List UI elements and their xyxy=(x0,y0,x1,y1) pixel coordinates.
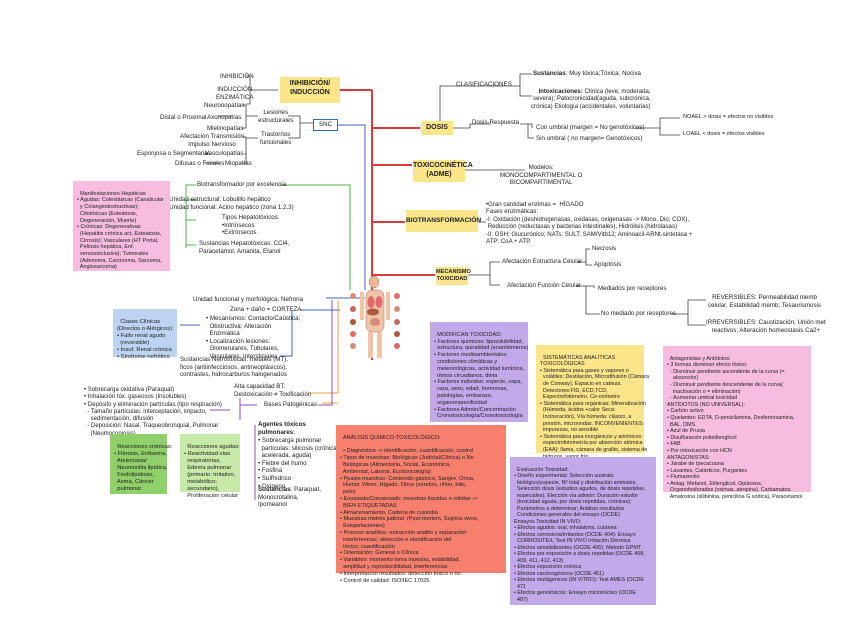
evaluacion-toxicidad-box: Evaluación Toxicidad: • Diseño experimen… xyxy=(510,457,656,605)
no-mediado-receptores-label: No mediado por receptores xyxy=(601,310,676,317)
afectacion-funcion-label: Afectación Función Celular xyxy=(507,282,581,289)
reacciones-agudas-box: Reacciones agudas: • Reactividad vías re… xyxy=(180,434,240,499)
sin-umbral-label: Sin umbral ( no margen= Genotóxicos) xyxy=(536,135,643,142)
dosis-respuesta-label: Dosis-Respuesta xyxy=(472,119,520,126)
necrosis-label: Necrosis xyxy=(592,245,617,252)
zona-dano-label: Zona + daño = CORTEZA xyxy=(230,306,302,313)
induccion-enzimatica-label: INDUCCIÓN ENZIMÁTICA xyxy=(216,86,254,101)
manifestaciones-hepaticas-box: Manifestaciones Hepáticas • Agudas: Cole… xyxy=(73,181,170,271)
reacciones-cronicas-box: Reacciones crónicas: • Fibrosis, Enfisem… xyxy=(110,434,172,494)
irreversibles-label: IRREVERSIBLES: Caustización; Unión met r… xyxy=(706,319,826,334)
miopatias-label: Miopatías xyxy=(225,160,252,167)
snc-node: SNC xyxy=(313,119,339,131)
distal-proximal-label: Distal o Proximal xyxy=(160,114,207,121)
alta-capacidad-label: Alta capacidad BT: Destoxicación ≠ Toxif… xyxy=(234,383,312,398)
trastornos-funcionales-label: Trastornos funcionales xyxy=(260,131,292,146)
afectacion-transmision-label: Afectación Transmisión Impulso Nervioso xyxy=(180,133,244,148)
bases-patogenicas-label: Bases Patogénicas xyxy=(264,401,317,408)
sobrecarga-oxidativa-label: • Sobrecarga oxidativa (Paraquat) • Inha… xyxy=(84,387,222,437)
mielinopatias-label: Mielinopatías xyxy=(207,125,244,132)
sustancias-nefro-label: Sustancias Nefrotóxicas: metales (MT), f… xyxy=(180,356,288,379)
mecanismo-toxicidad-node: MECANISMO TOXICIDAD xyxy=(436,267,471,285)
clasificaciones-label: CLASIFICACIONES xyxy=(456,81,512,88)
agentes-toxicos-title: Agentes tóxicos pulmonares: xyxy=(258,421,306,436)
analisis-quimico-box: ANÁLISIS QUÍMICO-TOXICOLÓGICO: • Diagnós… xyxy=(336,425,506,584)
tipos-hepatotoxicos-label: Tipos Hepatotóxicos: •Intrínsecos •Extrí… xyxy=(222,214,280,237)
apoptosis-label: Apoptosis xyxy=(594,261,622,268)
neuronopatias-label: Neuronopatías xyxy=(204,102,245,109)
modelos-label: Modelos: MONOCOMPARTIMENTAL O BICOMPARTI… xyxy=(500,164,583,187)
antagonistas-antidotos-box: Antagonistas y Antídotos: • 3 formas dis… xyxy=(663,346,811,500)
mediados-receptores-label: Mediados por receptores xyxy=(598,285,667,292)
biotransformador-excelencia-label: Biotransformador por excelencia xyxy=(197,181,287,188)
reversibles-label: REVERSIBLES: Permeabilidad memb celular,… xyxy=(708,294,822,309)
axonopatias-label: Axonopatías xyxy=(207,114,242,121)
esponjosa-label: Esponjosa o Segmentaria xyxy=(137,150,208,157)
vasculopatias-label: Vasculopatías xyxy=(205,150,244,157)
difusas-focales-label: Difusas o Focales xyxy=(175,160,225,167)
loael-label: LOAEL < dosis = efectos visibles xyxy=(683,131,765,137)
inhibicion-induccion-node: INHIBICIÓN/ INDUCCIÓN xyxy=(280,77,340,103)
intoxicaciones-clasificacion: Intoxicaciones: Clínica (leve, moderada,… xyxy=(531,88,651,110)
modifican-toxicidad-box: MODIFICAN TOXICIDAD: • Factores químicos… xyxy=(430,322,529,422)
agentes-toxicos-list: • Sobrecarga pulmonar partículas: silico… xyxy=(258,437,339,490)
inhibicion-label: INHIBICIÓN xyxy=(220,73,254,80)
con-umbral-label: Con umbral (margen = No genotóxicos) xyxy=(536,124,645,131)
unidad-nefrona-label: Unidad funcional y morfológica: Nefrona xyxy=(193,296,304,303)
sustancias-clasificacion: Sustancias: Muy tóxica;Tóxica; Nociva xyxy=(533,70,641,77)
sustancias-hepatotoxicas-label: Sustancias Hepatotóxicas: CCl4, Paraceta… xyxy=(199,240,290,255)
biotransformacion-detail-text: •Gran cantidad enzimas = HÍGADO Fases en… xyxy=(486,201,693,246)
lesiones-estructurales-label: Lesiones estructurales xyxy=(258,109,294,124)
human-anatomy-figure xyxy=(350,275,400,358)
mecanismos-nefro-label: • Mecanismos: Contacto/Caústica; Obstruc… xyxy=(206,315,301,360)
noael-label: NOAEL > dosis = efectos no visibles xyxy=(683,114,774,120)
clases-clinicas-box: Clases Clínicas (Directos o Alérgicos): … xyxy=(113,309,177,360)
sustancias-pulmonares-label: Sustancias: Paraquat, Monocrotalina, Ipo… xyxy=(258,486,321,509)
sistematicas-analiticas-box: SISTEMÁTICAS ANALÍTICAS TOXICOLÓGICAS • … xyxy=(536,345,649,460)
unidad-estructural-label: •Unidad estructural: Lobulillo hepático … xyxy=(167,196,294,211)
toxicocinetica-node: TOXICOCINÉTICA (ADME) xyxy=(413,160,473,182)
afectacion-estructura-label: Afectación Estructura Celular xyxy=(502,258,583,265)
biotransformacion-node: BIOTRANSFORMACIÓN xyxy=(406,210,481,232)
dosis-node: DOSIS xyxy=(421,121,453,135)
